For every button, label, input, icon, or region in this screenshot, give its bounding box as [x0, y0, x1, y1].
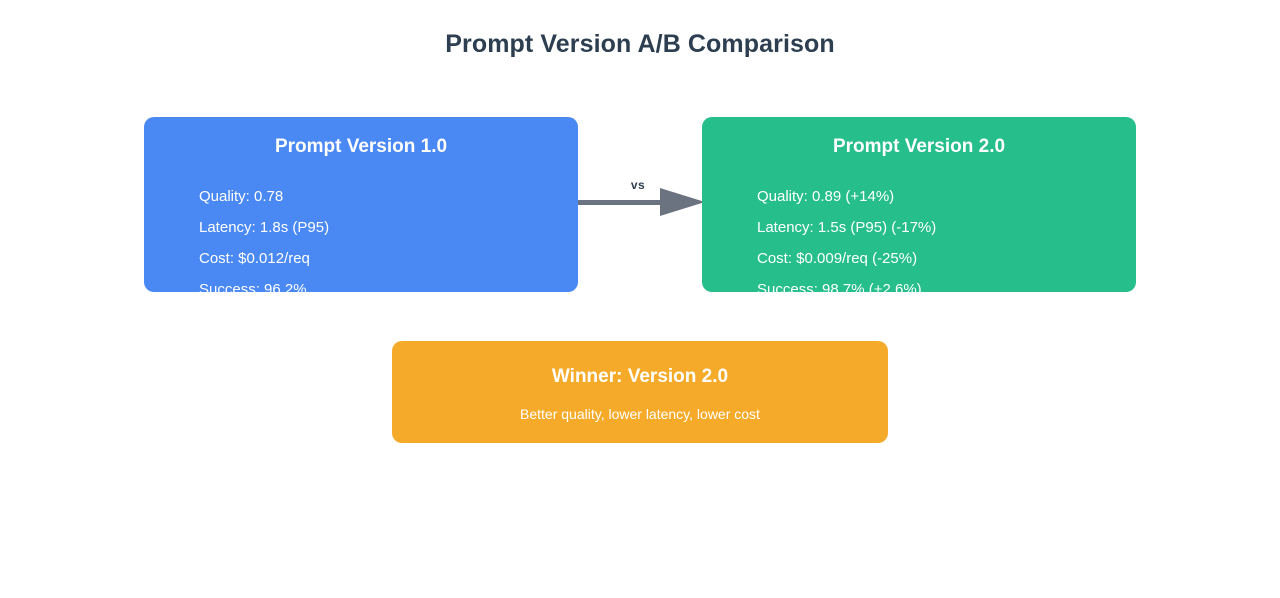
winner-title: Winner: Version 2.0	[551, 366, 729, 387]
version-card-2[interactable]: Prompt Version 2.0 Quality: 0.89 (+14%) …	[702, 117, 1136, 292]
metric-quality: Quality: 0.78	[199, 188, 284, 205]
metric-cost: Cost: $0.012/req	[199, 250, 310, 267]
arrow-shaft	[578, 200, 662, 205]
version-card-2-title: Prompt Version 2.0	[832, 136, 1006, 157]
version-1-metric-list: Quality: 0.78 Latency: 1.8s (P95) Cost: …	[144, 158, 578, 292]
metric-latency: Latency: 1.5s (P95) (-17%)	[757, 219, 937, 236]
metric-cost: Cost: $0.009/req (-25%)	[757, 250, 918, 267]
winner-banner[interactable]: Winner: Version 2.0 Better quality, lowe…	[392, 341, 888, 443]
vs-connector: vs	[578, 178, 706, 228]
version-2-metric-list: Quality: 0.89 (+14%) Latency: 1.5s (P95)…	[702, 158, 1136, 292]
metric-success: Success: 98.7% (+2.6%)	[757, 281, 922, 292]
metric-success: Success: 96.2%	[199, 281, 307, 292]
metric-latency: Latency: 1.8s (P95)	[199, 219, 330, 236]
version-card-1[interactable]: Prompt Version 1.0 Quality: 0.78 Latency…	[144, 117, 578, 292]
version-card-1-title: Prompt Version 1.0	[274, 136, 448, 157]
winner-subtitle: Better quality, lower latency, lower cos…	[520, 406, 760, 422]
vs-label: vs	[630, 178, 646, 192]
page-title: Prompt Version A/B Comparison	[445, 30, 835, 58]
metric-quality: Quality: 0.89 (+14%)	[757, 188, 895, 205]
arrow-right-icon	[660, 188, 705, 216]
